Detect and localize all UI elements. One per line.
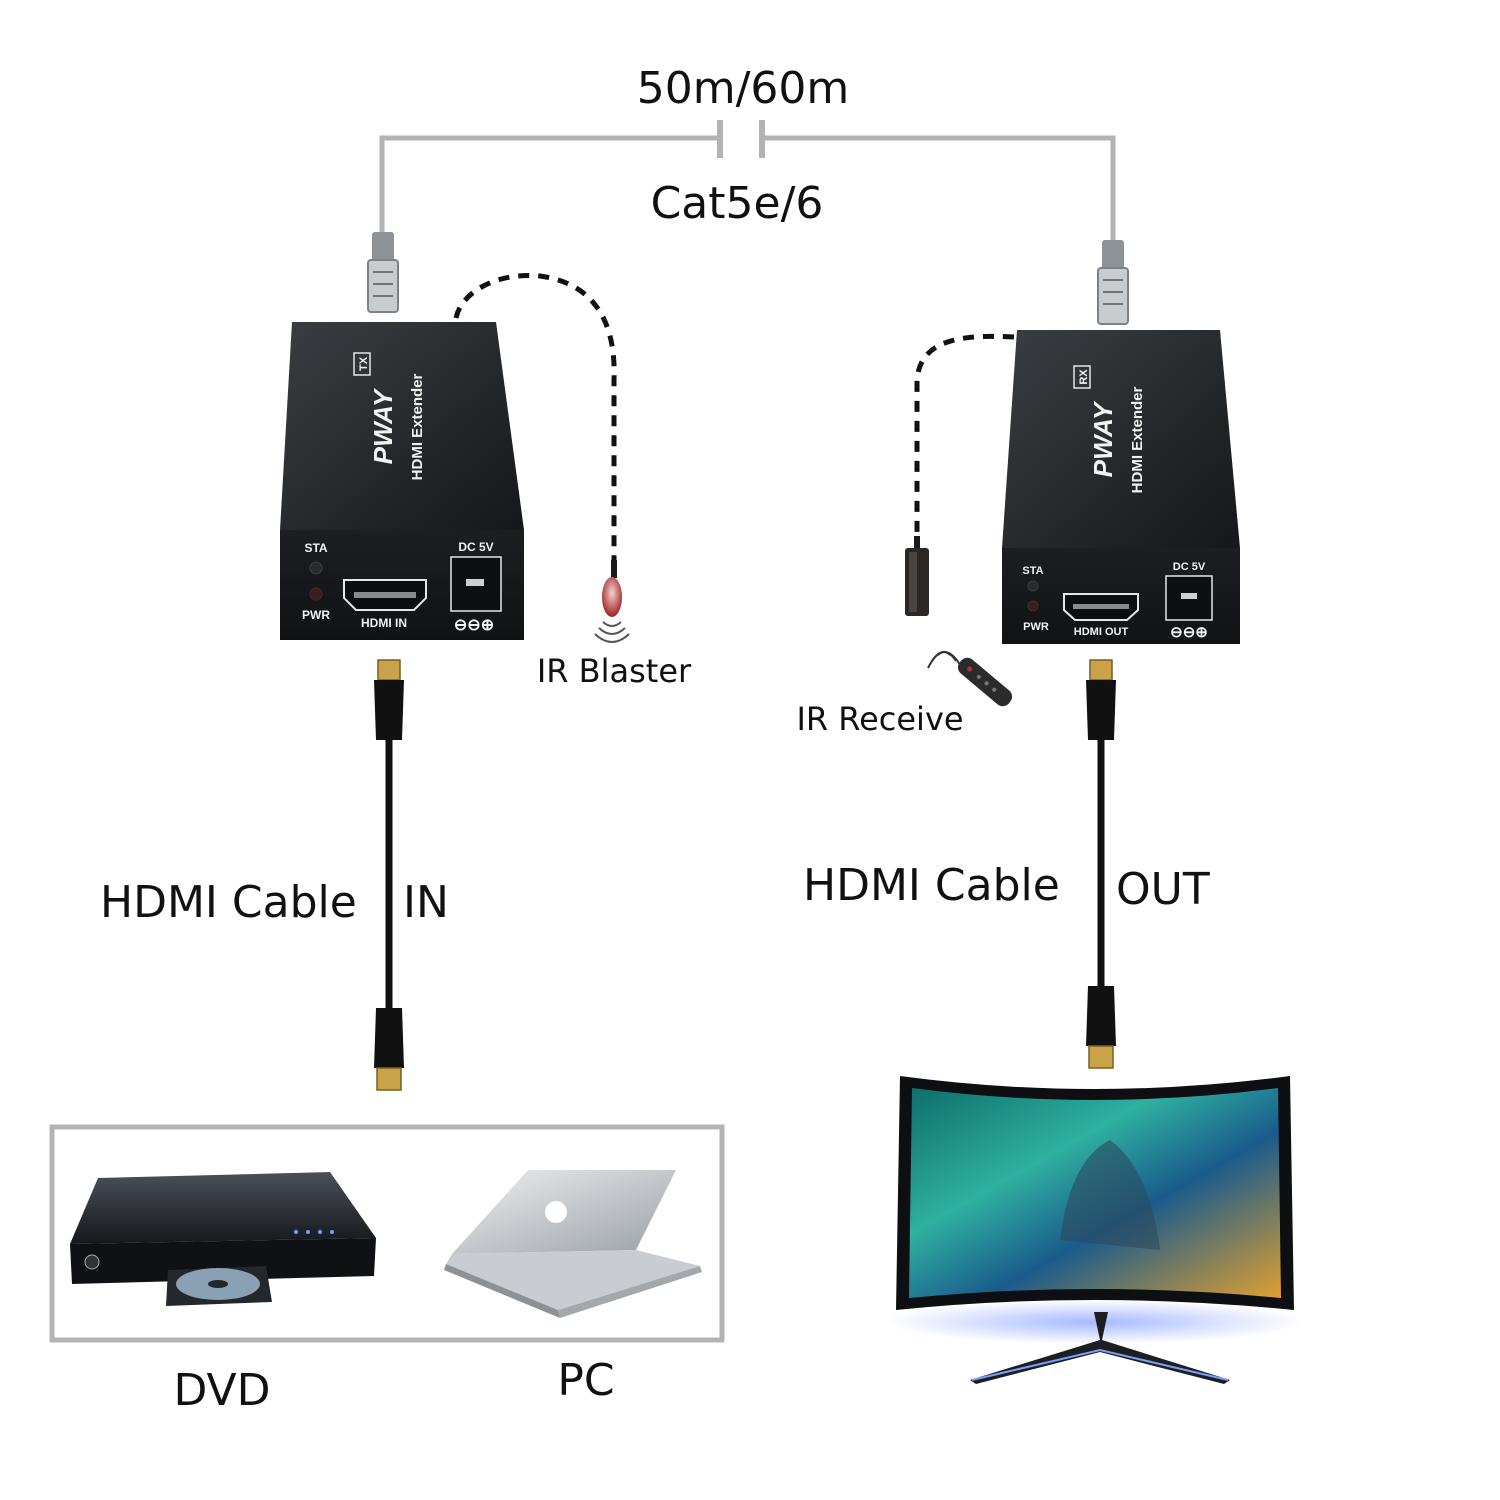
hdmi-cable-left-label: HDMI Cable [100,877,357,928]
rx-port-label: HDMI OUT [1074,626,1129,638]
ir-receive-label: IR Receive [796,700,963,738]
ir-receiver-cable [913,332,1015,540]
ir-blaster-label: IR Blaster [537,652,692,690]
monitor-icon [884,1076,1304,1384]
laptop-icon [444,1170,702,1318]
tx-power-label: DC 5V [458,540,493,554]
hdmi-cable-right [1086,659,1116,1069]
network-cable [379,120,1116,248]
out-label: OUT [1116,864,1210,915]
tx-brand: PWAY [368,387,398,464]
tx-port-label: HDMI IN [361,616,407,630]
ir-blaster-icon [594,577,630,643]
rx-pwr-led [1027,600,1039,612]
tx-badge: TX [358,356,370,371]
rx-brand: PWAY [1088,400,1118,477]
ir-blaster-cable [452,271,618,578]
rj45-plug-right-icon [1097,240,1129,325]
transmitter-device: PWAY HDMI Extender TX STA PWR HDMI IN DC… [280,322,524,640]
tx-dc-jack [450,556,502,612]
dvd-label: DVD [173,1365,270,1416]
rx-pwr-label: PWR [1023,621,1049,633]
tx-model: HDMI Extender [409,373,426,480]
rj45-plug-left-icon [367,232,399,313]
rx-sta-label: STA [1022,565,1043,577]
hdmi-cable-left [374,659,404,1091]
tx-sta-label: STA [304,541,327,555]
rx-badge: RX [1078,369,1090,385]
tx-pwr-label: PWR [302,608,330,622]
ir-receiver-icon [905,536,929,616]
in-label: IN [403,877,449,928]
dvd-player-icon [70,1172,376,1306]
remote-control-icon [927,651,1013,707]
receiver-device: PWAY HDMI Extender RX STA PWR HDMI OUT D… [1002,330,1240,644]
pc-label: PC [557,1355,614,1406]
rx-power-label: DC 5V [1173,561,1206,573]
distance-label: 50m/60m [637,63,850,114]
rx-model: HDMI Extender [1129,386,1146,493]
hdmi-cable-right-label: HDMI Cable [803,860,1060,911]
tx-polarity: ⊖⊖⊕ [454,617,494,634]
tx-pwr-led [309,587,323,601]
cable-type-label: Cat5e/6 [651,178,824,229]
rx-sta-led [1027,580,1039,592]
rx-polarity: ⊖⊖⊕ [1170,624,1208,641]
tx-sta-led [309,561,323,575]
